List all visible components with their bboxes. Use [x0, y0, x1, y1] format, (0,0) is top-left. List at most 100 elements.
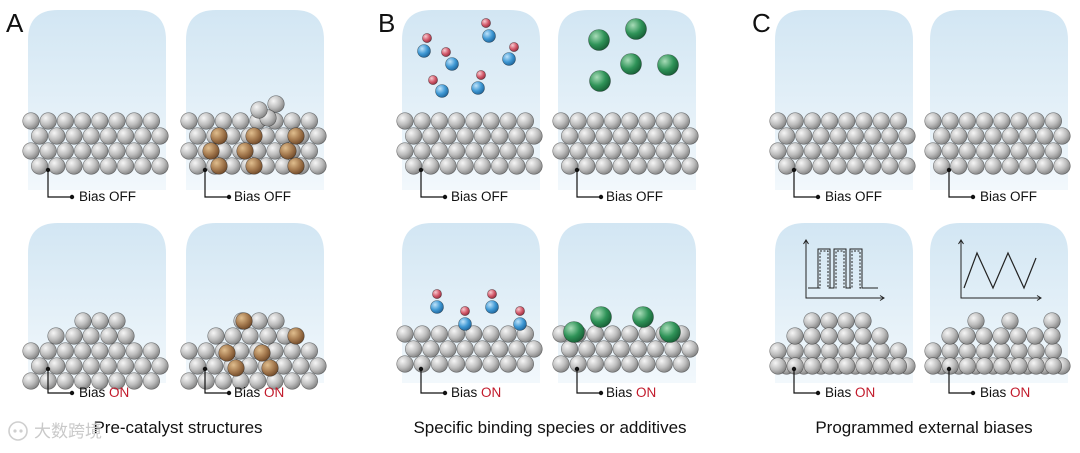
free-molecule-blue-atom	[417, 44, 431, 58]
c4b-atom	[924, 357, 942, 375]
a1-atom	[73, 142, 92, 160]
b2-atom	[560, 157, 579, 175]
b2-atom	[629, 157, 648, 175]
c4b-atom	[1027, 357, 1045, 375]
a1-atom	[125, 112, 143, 130]
b1-atom	[465, 112, 483, 130]
a4-atom	[180, 372, 198, 390]
b3-atom	[430, 355, 449, 373]
a4-atom	[292, 357, 310, 375]
b2-atom	[646, 157, 665, 175]
b4-atom	[638, 355, 656, 373]
b3-atom	[422, 340, 440, 358]
a1-atom	[22, 142, 40, 160]
c1-atom	[820, 142, 839, 160]
c1-atom	[769, 142, 787, 160]
free-molecule-blue-atom	[435, 84, 449, 98]
lead-c3-terminal	[815, 390, 821, 396]
free-additive	[620, 53, 642, 75]
a3-atom	[116, 357, 135, 375]
b4-atom	[646, 340, 665, 358]
c1-atom	[795, 127, 813, 145]
a3-atom	[108, 342, 126, 360]
a3-island-atom	[65, 327, 83, 345]
free-additive	[588, 29, 610, 51]
b3-atom	[473, 340, 492, 358]
atom-layers	[22, 95, 1071, 390]
b2-atom	[569, 112, 587, 130]
c1-atom	[872, 112, 890, 130]
a3-atom	[142, 342, 160, 360]
bias-label-b4: Bias ON	[606, 385, 656, 400]
b3-atom	[413, 355, 431, 373]
c2-atom	[967, 127, 985, 145]
a4-island-atom	[207, 327, 225, 345]
a2-atom	[283, 112, 301, 130]
c4-atom	[924, 342, 942, 360]
a3-atom	[22, 372, 40, 390]
a2-top-atom	[267, 95, 285, 113]
c3-atom	[803, 342, 822, 360]
a3-atom	[125, 342, 143, 360]
dopant-atom	[227, 359, 245, 377]
a3-atom	[56, 342, 75, 360]
c1-atom	[803, 142, 822, 160]
a2-atom	[197, 112, 215, 130]
b2-atom	[595, 157, 613, 175]
lead-a3-wire	[47, 369, 72, 394]
lead-a1-terminal	[69, 194, 75, 200]
dopant-atom	[287, 327, 305, 345]
lead-c4-wire	[948, 369, 973, 394]
a1-atom	[116, 157, 135, 175]
a1-atom	[39, 112, 57, 130]
a1-atom	[151, 127, 169, 145]
b3-atom	[448, 325, 466, 343]
a3-island-atom	[108, 312, 126, 330]
c2-atom	[941, 112, 959, 130]
c2-atom	[1001, 157, 1020, 175]
b3-atom	[465, 355, 483, 373]
b2-atom	[578, 157, 596, 175]
a4-atom	[206, 357, 224, 375]
c4-island-atom	[967, 312, 985, 330]
a3-island-atom	[100, 327, 118, 345]
c1-atom	[863, 157, 882, 175]
a1-atom	[82, 157, 100, 175]
c2-atom	[1010, 112, 1028, 130]
c2-atom	[975, 142, 994, 160]
lead-a4-wire	[204, 369, 229, 394]
b3-atom	[516, 355, 535, 373]
a3-atom	[108, 372, 126, 390]
a2-atom	[189, 127, 207, 145]
c3-island-atom	[854, 327, 872, 345]
a3-atom	[134, 357, 152, 375]
c2-atom	[993, 112, 1011, 130]
dopant-atom	[279, 142, 297, 160]
b1-atom	[448, 142, 466, 160]
bias-label-a4: Bias ON	[234, 385, 284, 400]
free-molecule-red-atom	[481, 18, 491, 28]
c2-atom	[958, 112, 977, 130]
c1-atom	[872, 142, 890, 160]
a3-atom	[82, 357, 100, 375]
pulse-plot-x-arrow-icon	[879, 295, 885, 301]
bound-additive	[563, 321, 585, 343]
b3-atom	[499, 355, 517, 373]
electrolyte-bottom-1	[186, 223, 324, 383]
a4-island-atom	[241, 327, 259, 345]
b1-atom	[465, 142, 483, 160]
b2-atom	[578, 127, 596, 145]
a1-atom	[108, 112, 126, 130]
a4-atom	[300, 372, 319, 390]
lead-a3-terminal	[69, 390, 75, 396]
b2-atom	[664, 127, 682, 145]
b1-atom	[482, 112, 500, 130]
c4-atom	[975, 342, 994, 360]
c4b-atom	[975, 357, 994, 375]
a3-atom	[48, 357, 66, 375]
free-additive	[589, 70, 611, 92]
a1-atom	[134, 157, 152, 175]
b4-atom	[595, 340, 613, 358]
pulse-plot-y-arrow-icon	[803, 239, 809, 245]
